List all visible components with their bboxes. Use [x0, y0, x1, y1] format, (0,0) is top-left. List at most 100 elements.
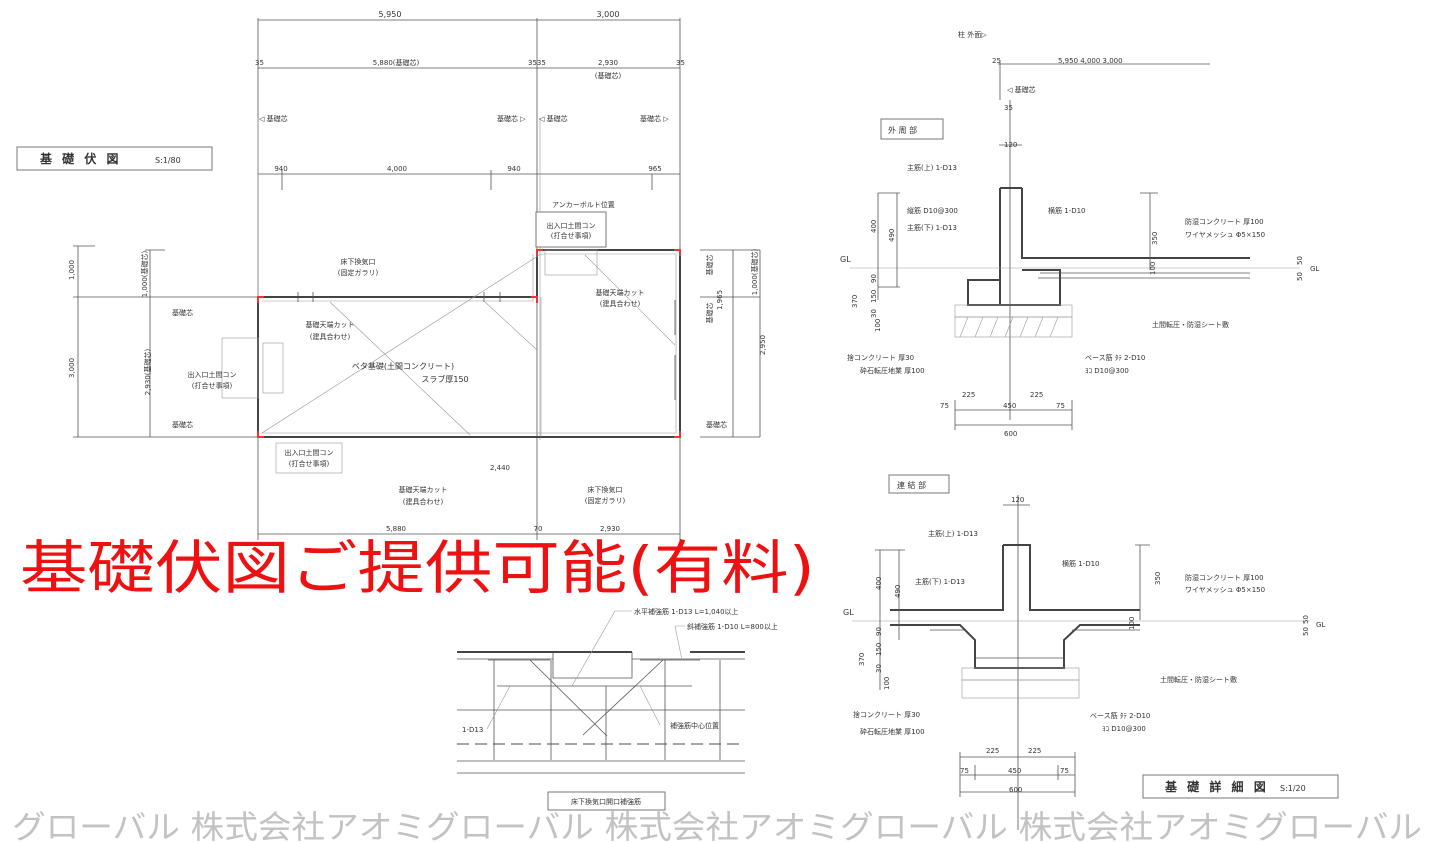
- entrance-label: 出入口土間コン: [188, 370, 237, 379]
- dim-120: 120: [1011, 496, 1024, 504]
- dim-v: 100: [874, 319, 882, 332]
- dim-v: 490: [894, 585, 902, 598]
- watermark: グローバル 株式会社アオミグローバル 株式会社アオミグローバル 株式会社アオミグ…: [12, 808, 1422, 842]
- horizontal-bar: 横筋 1-D10: [1048, 206, 1086, 215]
- dim-v: 150: [875, 643, 883, 656]
- main-bar-bottom: 主筋(下) 1-D13: [915, 577, 965, 586]
- leveling-concrete: 捨コンクリート 厚30: [847, 353, 914, 362]
- moisture-concrete: 防湿コンクリート 厚100: [1185, 217, 1264, 226]
- dim-v: 100: [1128, 617, 1136, 630]
- dim-opening: 965: [648, 165, 661, 173]
- vent-detail-title-box: [547, 791, 666, 811]
- vent-note: (固定ガラリ): [338, 268, 379, 277]
- entrance-note: (打合せ事項): [289, 459, 330, 468]
- dim-h: 225: [986, 747, 999, 755]
- core-mark: ◁ 基礎芯: [259, 114, 288, 123]
- dim-bottom: 5,880: [386, 525, 406, 533]
- base-bar-horizontal: ﾖｺ D10@300: [1085, 367, 1129, 375]
- dim-v: 100: [1149, 262, 1157, 275]
- core-mark: ◁ 基礎芯: [539, 114, 568, 123]
- core-mark: 基礎芯: [172, 308, 193, 317]
- dim-left-core: 1,000(基礎芯): [140, 250, 149, 297]
- dim-35: 35: [255, 59, 264, 67]
- entrance-box-top: [535, 211, 607, 248]
- dim-3535: 3535: [528, 59, 546, 67]
- dim-core-left: 5,880(基礎芯): [373, 58, 420, 67]
- dim-h: 75: [940, 402, 949, 410]
- gravel: 砕石転圧地業 厚100: [860, 727, 925, 736]
- joint-section-detail: 連 結 部 120 主筋(上) 1-D13 横筋 1-D10 主筋(下) 1-D…: [843, 474, 1339, 830]
- plan-scale: S:1/80: [155, 156, 181, 165]
- column-face-label: 柱 外面▷: [958, 30, 987, 39]
- core-mark: ◁ 基礎芯: [1007, 85, 1036, 94]
- earth-compaction: 土間転圧・防湿シート敷: [1152, 320, 1229, 329]
- vent-label: 床下換気口: [588, 485, 623, 494]
- gl-label: GL: [1310, 265, 1319, 273]
- dim-right: 1,965: [716, 290, 724, 310]
- paid-offer-notice: 基礎伏図ご提供可能(有料): [20, 534, 815, 602]
- dim-2440: 2,440: [490, 464, 510, 472]
- vertical-bar: 縦筋 D10@300: [907, 206, 958, 215]
- dim-25: 25: [992, 57, 1001, 65]
- dim-v: 370: [851, 295, 859, 308]
- dim-h: 75: [1056, 402, 1065, 410]
- dim-h: 225: [1030, 391, 1043, 399]
- dim-v: 150: [870, 290, 878, 303]
- dim-left-core: 2,930(基礎芯): [143, 348, 152, 395]
- detail-title: 基 礎 詳 細 図: [1164, 779, 1269, 794]
- dim-v: 30: [875, 664, 883, 673]
- dim-v: 100: [883, 677, 891, 690]
- core-mark: 基礎芯: [705, 255, 714, 276]
- outer-section-detail: 柱 外面▷ 25 5,950 4,000 3,000 ◁ 基礎芯 35 外 周 …: [840, 30, 1319, 438]
- detail-title-box: [1142, 774, 1339, 799]
- dim-v: 400: [870, 220, 878, 233]
- plan-title: 基 礎 伏 図: [39, 151, 122, 166]
- core-mark: 基礎芯: [705, 303, 714, 324]
- dim-h: 75: [1060, 767, 1069, 775]
- cut-label: 基礎天端カット: [306, 320, 355, 329]
- entrance-note: (打合せ事項): [192, 381, 233, 390]
- slab-label: ベタ基礎(土間コンクリート): [352, 361, 454, 371]
- dim-opening: 940: [274, 165, 287, 173]
- joint-title-box: [888, 474, 950, 494]
- dim-h: 600: [1009, 786, 1022, 794]
- dim-right: 2,950: [759, 335, 767, 355]
- dim-left: 1,000: [68, 260, 76, 280]
- cut-note: (建具合わせ): [403, 497, 444, 506]
- dim-h: 450: [1008, 767, 1021, 775]
- earth-compaction: 土間転圧・防湿シート敷: [1160, 675, 1237, 684]
- leveling-concrete: 捨コンクリート 厚30: [853, 710, 920, 719]
- dim-v: 370: [858, 653, 866, 666]
- dim-v: 50: [1302, 615, 1310, 624]
- core-mark: 基礎芯 ▷: [640, 114, 669, 123]
- base-bar: ベース筋 ﾀﾃ 2-D10: [1090, 711, 1150, 720]
- anchor-bolt-label: アンカーボルト位置: [552, 200, 615, 209]
- dim-35-right: 35: [676, 59, 685, 67]
- horizontal-reinforcement-label: 水平補強筋 1-D13 L=1,040以上: [634, 607, 739, 616]
- core-mark: 基礎芯 ▷: [497, 114, 526, 123]
- entrance-label: 出入口土間コン: [285, 448, 334, 457]
- main-bar-top: 主筋(上) 1-D13: [928, 529, 978, 538]
- vent-reinforcement-detail: 水平補強筋 1-D13 L=1,040以上 斜補強筋 1-D10 L=800以上…: [457, 607, 778, 811]
- diagonal-reinforcement-label: 斜補強筋 1-D10 L=800以上: [687, 622, 778, 631]
- dim-v: 350: [1154, 572, 1162, 585]
- main-bar-bottom: 主筋(下) 1-D13: [907, 223, 957, 232]
- outer-title-box: [880, 118, 944, 140]
- dim-v: 30: [870, 309, 878, 318]
- wire-mesh: ワイヤメッシュ Φ5×150: [1185, 586, 1265, 594]
- cut-note: (建具合わせ): [310, 332, 351, 341]
- dim-run: 5,950 4,000 3,000: [1058, 57, 1123, 65]
- base-bar: ベース筋 ﾀﾃ 2-D10: [1085, 353, 1145, 362]
- gravel: 砕石転圧地業 厚100: [860, 366, 925, 375]
- vent-detail-title: 床下換気口開口補強筋: [571, 797, 641, 806]
- dim-opening: 940: [507, 165, 520, 173]
- plan-title-box: [16, 146, 213, 171]
- dim-bottom: 2,930: [600, 525, 620, 533]
- gl-label: GL: [840, 255, 851, 264]
- gl-label: GL: [1316, 621, 1325, 629]
- dim-v: 50: [1296, 256, 1304, 265]
- foundation-plan: 5,950 3,000 35 5,880(基礎芯) 3535 2,930 (基礎…: [16, 10, 767, 540]
- joint-title: 連 結 部: [897, 480, 926, 490]
- dim-core-right-note: (基礎芯): [595, 71, 622, 80]
